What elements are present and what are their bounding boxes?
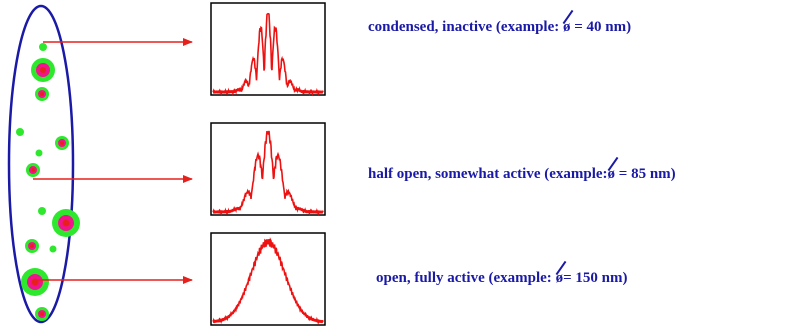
diameter-symbol: ø [562,9,574,36]
plot-frame [210,122,326,216]
particle-medium [55,136,69,150]
particle-small [38,207,46,215]
cell-ellipse [7,4,75,324]
caption-prefix: half open, somewhat active (example: [368,166,608,182]
particle-small [35,149,43,157]
particle-medium [35,87,49,101]
caption-prefix: open, fully active (example: [376,270,556,286]
particle-large [21,268,49,296]
particle-large [31,58,55,82]
diameter-symbol: ø [555,260,566,287]
particles-group [16,43,80,321]
diameter-symbol: ø [607,156,618,183]
plot-frame [210,2,326,96]
plot-frame [210,232,326,326]
particle-medium [35,307,49,321]
plot-curve [212,237,324,325]
particle-large [52,209,80,237]
plot-curve [212,12,324,97]
particle-small [39,43,47,51]
caption-half-open: half open, somewhat active (example:ø = … [368,156,676,183]
particle-small [49,245,57,253]
caption-open: open, fully active (example: ø= 150 nm) [376,260,628,287]
caption-condensed: condensed, inactive (example: ø = 40 nm) [368,9,632,36]
plot-curve [212,130,324,217]
particle-medium [25,239,39,253]
particle-small [16,128,24,136]
caption-prefix: condensed, inactive (example: [368,19,563,35]
particle-medium [26,163,40,177]
caption-suffix: = 150 nm) [563,270,628,286]
plot-condensed [210,2,326,97]
plot-open [210,232,326,326]
caption-suffix: = 40 nm) [570,19,632,35]
plot-half-open [210,122,326,217]
caption-suffix: = 85 nm) [615,166,676,182]
